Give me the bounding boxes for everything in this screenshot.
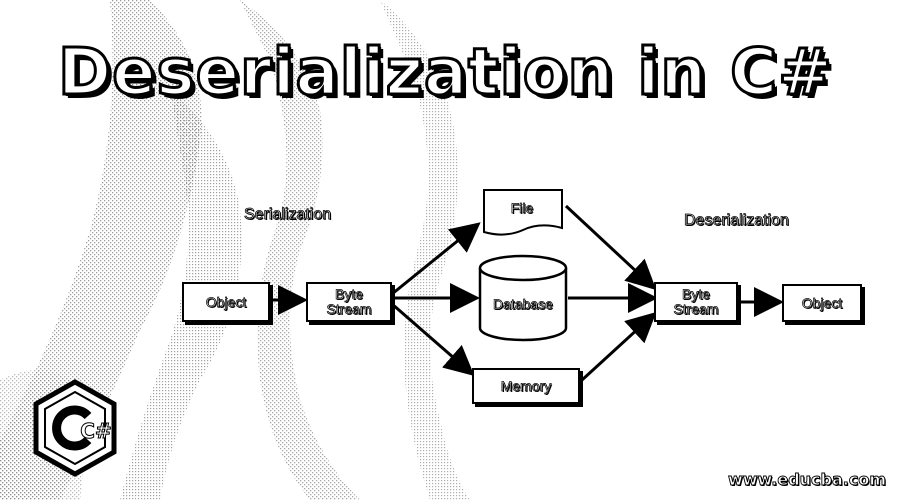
memory-node: Memory — [472, 368, 580, 404]
serialization-label: Serialization — [244, 206, 332, 224]
byte-stream-node-left: Byte Stream — [306, 282, 392, 322]
object-node-left-label: Object — [205, 293, 247, 310]
byte-stream-node-right-label: Byte Stream — [673, 286, 719, 317]
byte-stream-node-left-label: Byte Stream — [326, 286, 372, 317]
arrow-file-to-bytestream — [564, 204, 657, 291]
page-title: Deserialization in C# — [57, 35, 834, 112]
csharp-logo-text: C# — [80, 419, 111, 443]
byte-stream-node-right: Byte Stream — [654, 282, 738, 322]
object-node-right: Object — [782, 284, 862, 322]
object-node-left: Object — [182, 282, 270, 322]
csharp-logo-icon: C# — [33, 379, 117, 477]
database-node-label: Database — [493, 296, 554, 313]
deserialization-label: Deserialization — [684, 212, 790, 230]
footer-url[interactable]: www.educba.com — [727, 470, 886, 490]
arrow-memory-to-bytestream — [580, 311, 657, 382]
file-node-label: File — [510, 200, 534, 217]
arrow-bytestream-to-file — [391, 222, 481, 296]
arrow-bytestream-to-memory — [391, 302, 475, 376]
memory-node-label: Memory — [500, 377, 552, 394]
object-node-right-label: Object — [801, 294, 843, 311]
